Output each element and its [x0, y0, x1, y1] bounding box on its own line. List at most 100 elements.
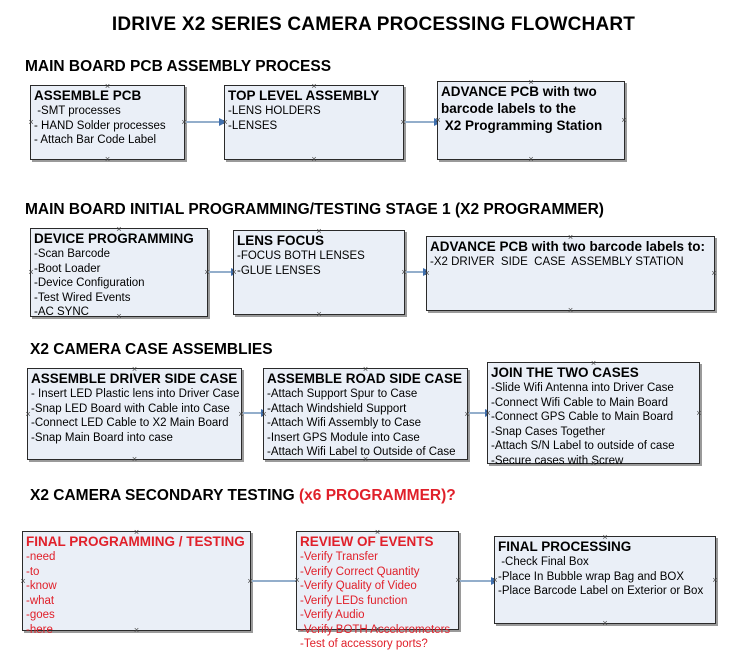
- connector-handle-left[interactable]: [485, 410, 492, 417]
- box-join-the-two-cases[interactable]: JOIN THE TWO CASES -Slide Wifi Antenna i…: [485, 360, 703, 467]
- box-line: -Slide Wifi Antenna into Driver Case: [491, 382, 674, 394]
- box-line: -LENS HOLDERS: [228, 105, 321, 117]
- box-line: -LENSES: [228, 119, 278, 132]
- connector-handle-top[interactable]: [374, 529, 381, 536]
- box-line: -SMT processes: [34, 105, 121, 117]
- connector-handle-top[interactable]: [311, 83, 318, 90]
- box-assemble-driver-side-case[interactable]: ASSEMBLE DRIVER SIDE CASE - Insert LED P…: [27, 368, 242, 460]
- box-line: -Connect LED Cable to X2 Main Board: [31, 417, 229, 429]
- connector-handle-top[interactable]: [116, 226, 123, 233]
- page-title: IDRIVE X2 SERIES CAMERA PROCESSING FLOWC…: [111, 14, 636, 35]
- box-line: -Snap LED Board with Cable into Case: [31, 402, 230, 415]
- connector-stub-final-programming: [252, 580, 300, 582]
- box-line: -Attach Wifi Label to Outside of Case: [267, 446, 456, 458]
- box-advance-pcb-to-x2-programming-station[interactable]: ADVANCE PCB with two barcode labels to t…: [437, 81, 625, 160]
- box-line: -Verify Correct Quantity: [300, 565, 420, 578]
- box-title: LENS FOCUS: [237, 233, 325, 248]
- connector-handle-left[interactable]: [28, 119, 35, 126]
- connector-handle-bottom[interactable]: [528, 156, 535, 163]
- box-line: -Verify LEDs function: [300, 594, 408, 607]
- box-final-programming-testing[interactable]: FINAL PROGRAMMING / TESTING -need -to -k…: [20, 529, 251, 636]
- connector-handle-right[interactable]: [712, 577, 719, 584]
- connector-handle-bottom[interactable]: [116, 313, 123, 320]
- connector-handle-top[interactable]: [602, 534, 609, 541]
- connector-handle-top[interactable]: [362, 366, 369, 373]
- box-title: ASSEMBLE DRIVER SIDE CASE: [31, 371, 238, 386]
- section-heading-x2-camera-secondary-testing: X2 CAMERA SECONDARY TESTING (x6 PROGRAMM…: [30, 487, 456, 505]
- connector-handle-left[interactable]: [492, 577, 499, 584]
- connector-handle-top[interactable]: [131, 366, 138, 373]
- connector-handle-left[interactable]: [294, 577, 301, 584]
- section-heading-text: X2 CAMERA SECONDARY TESTING: [30, 487, 299, 504]
- box-line: - Insert LED Plastic lens into Driver Ca…: [31, 388, 240, 400]
- box-line: -Secure cases with Screw: [491, 454, 624, 467]
- connector-handle-bottom[interactable]: [311, 156, 318, 163]
- connector-handle-right[interactable]: [696, 410, 703, 417]
- connector-handle-bottom[interactable]: [131, 456, 138, 463]
- box-title-line3: X2 Programming Station: [441, 118, 603, 133]
- box-title: FINAL PROCESSING: [498, 539, 632, 554]
- connector-handle-left[interactable]: [20, 578, 27, 585]
- box-review-of-events[interactable]: REVIEW OF EVENTS -Verify Transfer -Verif…: [294, 529, 459, 650]
- box-line: -Attach Support Spur to Case: [267, 388, 418, 400]
- connector-handle-bottom[interactable]: [567, 307, 574, 314]
- connector-handle-top[interactable]: [528, 79, 535, 86]
- connector-handle-left[interactable]: [435, 117, 442, 124]
- box-assemble-pcb[interactable]: ASSEMBLE PCB -SMT processes - HAND Solde…: [30, 85, 185, 160]
- box-line: -Insert GPS Module into Case: [267, 431, 420, 444]
- arrow-driver-side-to-road-side: [243, 409, 269, 417]
- box-device-programming[interactable]: DEVICE PROGRAMMING -Scan Barcode -Boot L…: [28, 226, 208, 320]
- section-heading-text: X2 CAMERA CASE ASSEMBLIES: [30, 341, 273, 358]
- section-heading-x2-camera-case-assemblies: X2 CAMERA CASE ASSEMBLIES: [30, 341, 273, 359]
- section-heading-text: MAIN BOARD PCB ASSEMBLY PROCESS: [25, 58, 332, 75]
- connector-handle-bottom[interactable]: [316, 311, 323, 318]
- box-lens-focus[interactable]: LENS FOCUS -FOCUS BOTH LENSES -GLUE LENS…: [233, 230, 405, 315]
- box-line: - Attach Bar Code Label: [34, 134, 157, 146]
- box-line: -Snap Cases Together: [491, 425, 606, 438]
- box-line: -Attach S/N Label to outside of case: [491, 440, 675, 452]
- box-line: -Verify BOTH Accelerometers: [300, 623, 451, 636]
- box-line: -Connect Wifi Cable to Main Board: [491, 396, 669, 409]
- section-heading-main-board-initial-programming: MAIN BOARD INITIAL PROGRAMMING/TESTING S…: [25, 201, 604, 219]
- box-line: -need: [26, 551, 56, 563]
- box-line: -goes: [26, 609, 55, 621]
- connector-handle-top[interactable]: [567, 234, 574, 241]
- box-line: -Device Configuration: [34, 277, 145, 289]
- box-line-overflow: -Test of accessory ports?: [300, 638, 428, 650]
- connector-handle-top[interactable]: [133, 529, 140, 536]
- connector-handle-left[interactable]: [28, 269, 35, 276]
- box-line: -FOCUS BOTH LENSES: [237, 250, 365, 262]
- connector-handle-bottom[interactable]: [133, 627, 140, 634]
- connector-handle-left[interactable]: [222, 119, 229, 126]
- box-final-processing[interactable]: FINAL PROCESSING -Check Final Box -Place…: [494, 536, 716, 624]
- connector-handle-bottom[interactable]: [374, 626, 381, 633]
- box-assemble-road-side-case[interactable]: ASSEMBLE ROAD SIDE CASE -Attach Support …: [263, 368, 468, 460]
- box-line: -Place Barcode Label on Exterior or Box: [498, 585, 704, 597]
- box-line: -AC SYNC: [34, 306, 89, 318]
- box-line: -Scan Barcode: [34, 248, 111, 260]
- box-line: -X2 DRIVER SIDE CASE ASSEMBLY STATION: [430, 256, 684, 268]
- box-line: -GLUE LENSES: [237, 264, 321, 277]
- connector-handle-left[interactable]: [261, 411, 268, 418]
- connector-handle-bottom[interactable]: [602, 620, 609, 627]
- box-line: -know: [26, 580, 57, 592]
- connector-handle-left[interactable]: [25, 411, 32, 418]
- connector-handle-top[interactable]: [104, 83, 111, 90]
- box-title: ADVANCE PCB with two: [441, 84, 597, 99]
- box-advance-pcb-to-driver-side-case-station[interactable]: ADVANCE PCB with two barcode labels to: …: [426, 236, 715, 311]
- box-title: FINAL PROGRAMMING / TESTING: [26, 534, 245, 549]
- connector-handle-bottom[interactable]: [590, 460, 597, 467]
- connector-handle-top[interactable]: [316, 228, 323, 235]
- box-title: ASSEMBLE ROAD SIDE CASE: [267, 371, 463, 386]
- connector-handle-bottom[interactable]: [362, 456, 369, 463]
- box-top-level-assembly[interactable]: TOP LEVEL ASSEMBLY -LENS HOLDERS -LENSES: [224, 85, 404, 160]
- connector-handle-top[interactable]: [590, 360, 597, 367]
- connector-handle-right[interactable]: [711, 270, 718, 277]
- connector-handle-bottom[interactable]: [104, 156, 111, 163]
- section-heading-main-board-pcb-assembly: MAIN BOARD PCB ASSEMBLY PROCESS: [25, 58, 331, 76]
- connector-handle-left[interactable]: [424, 270, 431, 277]
- connector-handle-left[interactable]: [231, 269, 238, 276]
- arrow-top-level-assembly-to-advance-pcb: [405, 118, 442, 126]
- connector-handle-right[interactable]: [621, 117, 628, 124]
